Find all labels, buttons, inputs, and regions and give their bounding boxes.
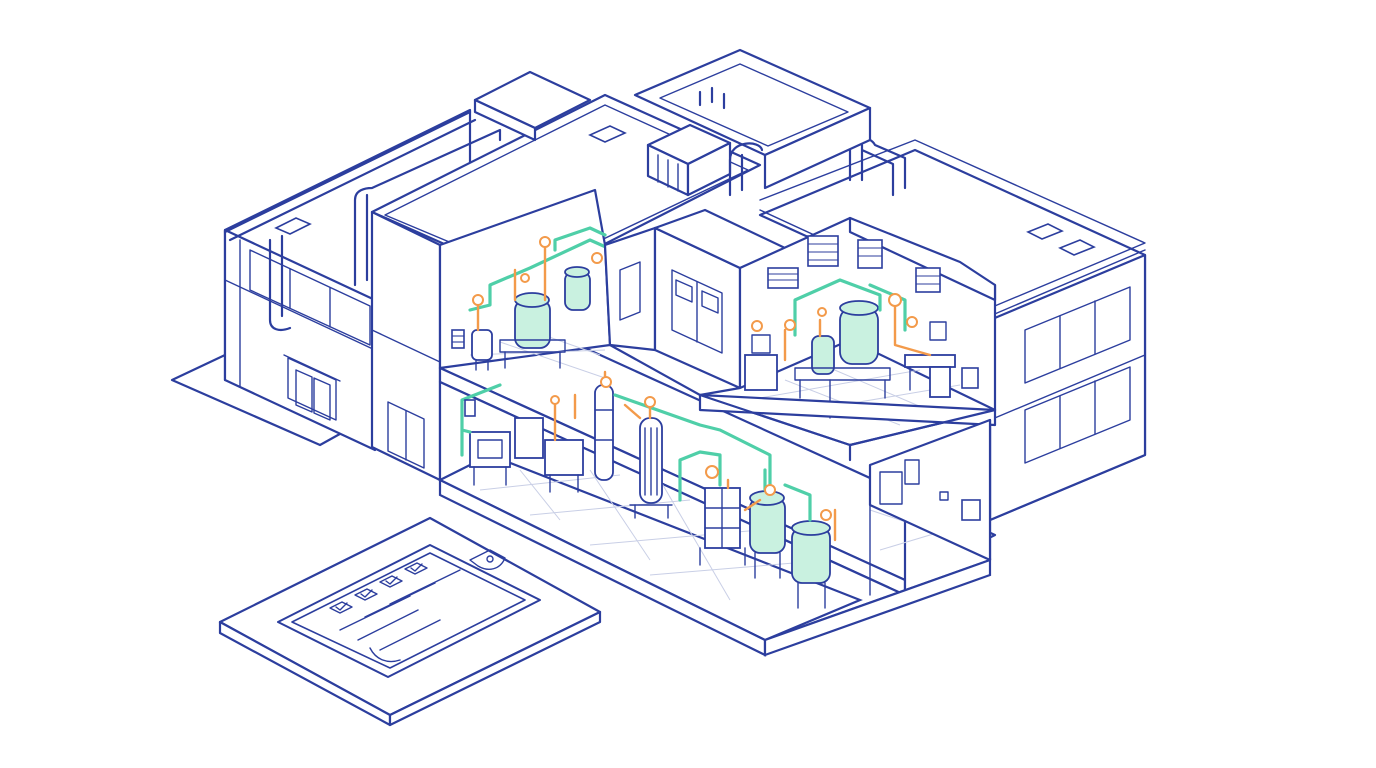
gauge-icon xyxy=(751,320,763,332)
vent-icon xyxy=(807,235,839,267)
gauge-icon xyxy=(472,294,484,306)
reactor-tank xyxy=(564,266,591,311)
mixing-skid xyxy=(699,487,746,566)
gauge-icon xyxy=(539,236,551,248)
left-wing-front-wall xyxy=(223,228,377,452)
hvac-duct xyxy=(728,142,764,197)
right-wing-windows xyxy=(1024,286,1131,464)
clipboard-checklist-icon xyxy=(218,516,602,727)
right-wing-roof-edge xyxy=(759,139,1146,309)
left-wing-windows xyxy=(249,249,371,346)
gauge-icon xyxy=(600,376,612,388)
process-pipe xyxy=(460,383,502,457)
vent-icon xyxy=(464,399,476,417)
floor-slab-right xyxy=(698,393,997,427)
left-wall-duct xyxy=(268,234,292,331)
upper-left-lab xyxy=(438,188,612,379)
gauge-icon xyxy=(705,465,719,479)
roof-vent xyxy=(588,125,627,143)
check-mark-icon xyxy=(404,562,428,575)
lower-floor xyxy=(437,370,992,657)
gauge-icon xyxy=(520,273,530,283)
vent-icon xyxy=(915,267,941,293)
gauge-icon xyxy=(644,396,656,408)
check-mark-icon xyxy=(329,601,353,614)
paper-curl xyxy=(369,647,401,663)
gauge-icon xyxy=(784,319,796,331)
process-pipe xyxy=(793,278,882,337)
bioreactor-tank xyxy=(791,520,831,609)
clipboard-paper xyxy=(291,552,526,669)
check-mark-icon xyxy=(379,575,403,588)
main-building-walls xyxy=(370,210,997,597)
filtration-unit xyxy=(469,431,511,486)
left-roof-duct xyxy=(353,128,502,287)
control-cabinet xyxy=(514,417,584,493)
vent-icon xyxy=(961,367,979,389)
roof-vent xyxy=(1058,239,1096,256)
left-wing-door xyxy=(283,354,341,421)
control-console xyxy=(744,334,778,391)
storage-vessel xyxy=(471,329,493,371)
rooftop-tower xyxy=(633,48,872,190)
check-mark-icon xyxy=(354,588,378,601)
process-pipe xyxy=(783,303,932,362)
gauge-icon xyxy=(820,509,832,521)
reactor-tank xyxy=(794,300,891,419)
gauge-icon xyxy=(817,307,827,317)
vent-icon xyxy=(451,329,465,349)
distillation-column xyxy=(594,384,614,481)
roof-vent xyxy=(1026,223,1064,240)
gauge-icon xyxy=(764,484,776,496)
gauge-icon xyxy=(550,395,560,405)
rooftop-duct xyxy=(848,136,907,197)
corridor-side xyxy=(603,226,657,352)
rooftop-hvac-unit xyxy=(646,123,732,197)
roof-vent xyxy=(274,217,312,235)
gauge-icon xyxy=(591,252,603,264)
vent-icon xyxy=(961,499,981,521)
vent-icon xyxy=(857,239,883,269)
gauge-icon xyxy=(888,293,902,307)
vent-icon xyxy=(767,267,799,289)
process-pipe xyxy=(468,238,610,312)
roof-edge xyxy=(223,110,477,242)
gauge-icon xyxy=(906,316,918,328)
chromatography-column xyxy=(629,417,673,519)
reactor-tank xyxy=(499,292,566,369)
clipboard-clip xyxy=(469,549,506,570)
